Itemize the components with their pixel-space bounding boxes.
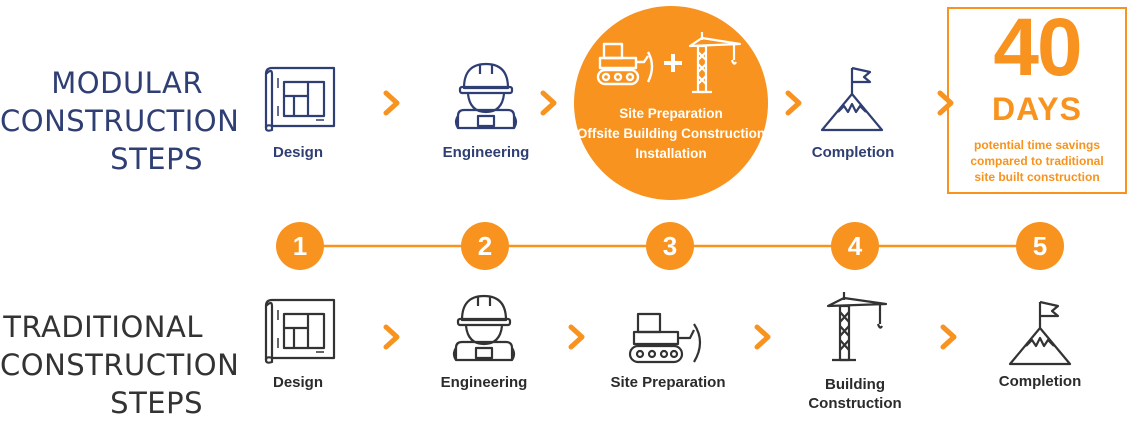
plus-icon <box>662 52 684 74</box>
traditional-completion-label: Completion <box>998 373 1082 390</box>
modular-highlight-circle: Site Preparation Offsite Building Constr… <box>574 6 768 200</box>
building-label-line: Building <box>824 376 885 393</box>
title-line: STEPS <box>110 142 203 176</box>
crane-icon <box>826 292 890 366</box>
savings-line: site built construction <box>974 170 1100 184</box>
engineer-icon <box>448 290 520 366</box>
savings-number: 40 <box>993 2 1082 93</box>
savings-box: 40 DAYS potential time savings compared … <box>947 3 1127 194</box>
step-number-4: 4 <box>831 222 879 270</box>
highlight-text: Site Preparation Offsite Building Constr… <box>574 104 768 164</box>
blueprint-icon <box>258 66 338 132</box>
savings-description: potential time savings compared to tradi… <box>949 137 1125 185</box>
traditional-title: TRADITIONAL CONSTRUCTION STEPS <box>0 308 240 422</box>
chevron-right-icon <box>754 324 772 355</box>
chevron-right-icon <box>540 90 558 121</box>
chevron-right-icon <box>940 324 958 355</box>
title-line: STEPS <box>110 386 203 420</box>
step-number-1: 1 <box>276 222 324 270</box>
title-line: CONSTRUCTION <box>0 348 240 382</box>
step-number-text: 5 <box>1033 231 1047 261</box>
engineer-icon <box>450 58 522 134</box>
savings-line: compared to traditional <box>970 154 1104 168</box>
step-number-3: 3 <box>646 222 694 270</box>
chevron-right-icon <box>568 324 586 355</box>
highlight-line: Installation <box>635 146 707 161</box>
title-line: TRADITIONAL <box>3 310 203 344</box>
step-number-2: 2 <box>461 222 509 270</box>
bulldozer-icon <box>596 38 658 88</box>
chevron-right-icon <box>785 90 803 121</box>
bulldozer-icon <box>628 310 708 366</box>
step-number-text: 2 <box>478 231 492 261</box>
modular-design-label: Design <box>272 144 324 161</box>
step-number-text: 4 <box>848 231 863 261</box>
mountain-flag-icon <box>820 64 884 134</box>
traditional-site-prep-label: Site Preparation <box>610 374 726 391</box>
savings-line: potential time savings <box>973 138 1101 152</box>
modular-title: MODULAR CONSTRUCTION STEPS <box>0 64 240 178</box>
title-line: MODULAR <box>51 66 203 100</box>
crane-icon <box>688 32 744 96</box>
modular-completion-label: Completion <box>811 144 895 161</box>
chevron-right-icon <box>383 324 401 355</box>
blueprint-icon <box>258 298 338 364</box>
chevron-right-icon <box>937 90 955 121</box>
traditional-building-label: Building Construction <box>808 375 901 413</box>
mountain-flag-icon <box>1008 298 1072 368</box>
highlight-line: Site Preparation <box>619 106 723 121</box>
building-label-line: Construction <box>808 395 902 412</box>
step-number-5: 5 <box>1016 222 1064 270</box>
step-number-text: 3 <box>663 231 677 261</box>
title-line: CONSTRUCTION <box>0 104 240 138</box>
traditional-design-label: Design <box>272 374 324 391</box>
traditional-engineering-label: Engineering <box>440 374 528 391</box>
chevron-right-icon <box>383 90 401 121</box>
step-number-text: 1 <box>293 231 307 261</box>
highlight-line: Offsite Building Construction <box>576 126 766 141</box>
modular-engineering-label: Engineering <box>442 144 530 161</box>
savings-unit: DAYS <box>992 91 1082 127</box>
